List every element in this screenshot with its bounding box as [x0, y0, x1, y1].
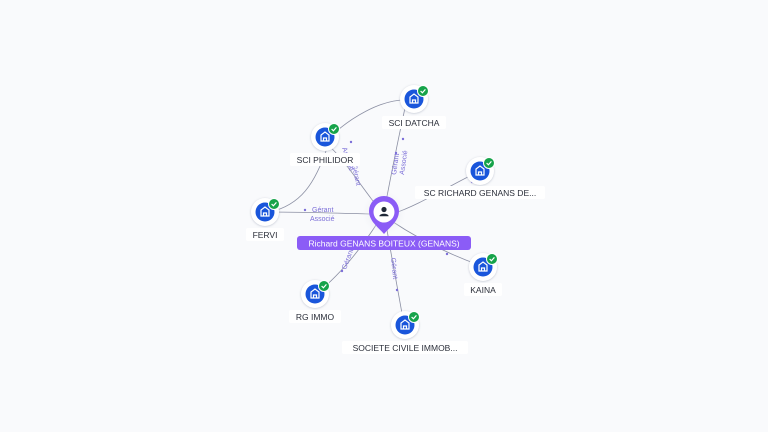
company-node-sci-datcha[interactable]: SCI DATCHA	[382, 85, 446, 129]
edge-label-fervi-associe: Associé	[310, 216, 335, 223]
center-label: Richard GENANS BOITEUX (GENANS)	[308, 239, 459, 249]
person-node-center[interactable]: Richard GENANS BOITEUX (GENANS)	[297, 191, 471, 250]
check-badge-icon	[328, 123, 340, 135]
edge-label-datcha-gerant: Gérant	[391, 153, 401, 175]
company-node-rg-immo[interactable]: RG IMMO	[289, 280, 341, 323]
check-badge-icon	[268, 198, 280, 210]
edge-fervi	[269, 211, 371, 215]
edge-label-societe-gerant: Gérant	[389, 257, 398, 279]
person-icon	[381, 206, 387, 213]
center-label-pill	[297, 236, 471, 250]
company-label: SOCIETE CIVILE IMMOB...	[353, 343, 458, 353]
company-label: RG IMMO	[296, 312, 335, 322]
company-node-sc-richard[interactable]: SC RICHARD GENANS DE...	[415, 157, 545, 199]
edge-label-fervi-gerant: Gérant	[312, 207, 333, 214]
company-label: SCI DATCHA	[389, 118, 440, 128]
edge-label-philidor-gerant: Gérant	[350, 164, 361, 186]
check-badge-icon	[417, 85, 429, 97]
company-node-kaina[interactable]: KAINA	[464, 253, 502, 296]
edge-label-rgimmo-gerant: Gérant	[341, 248, 355, 271]
check-badge-icon	[486, 253, 498, 265]
company-label: FERVI	[253, 230, 278, 240]
company-label: SC RICHARD GENANS DE...	[424, 188, 536, 198]
company-label: KAINA	[470, 285, 496, 295]
check-badge-icon	[483, 157, 495, 169]
check-badge-icon	[408, 311, 420, 323]
check-badge-icon	[318, 280, 330, 292]
company-label: SCI PHILIDOR	[297, 155, 354, 165]
company-node-societe-civile[interactable]: SOCIETE CIVILE IMMOB...	[342, 311, 468, 354]
edge-label-datcha-associe: Associé	[399, 150, 409, 175]
company-node-fervi[interactable]: FERVI	[246, 198, 284, 241]
company-node-sci-philidor[interactable]: SCI PHILIDOR	[290, 123, 360, 166]
